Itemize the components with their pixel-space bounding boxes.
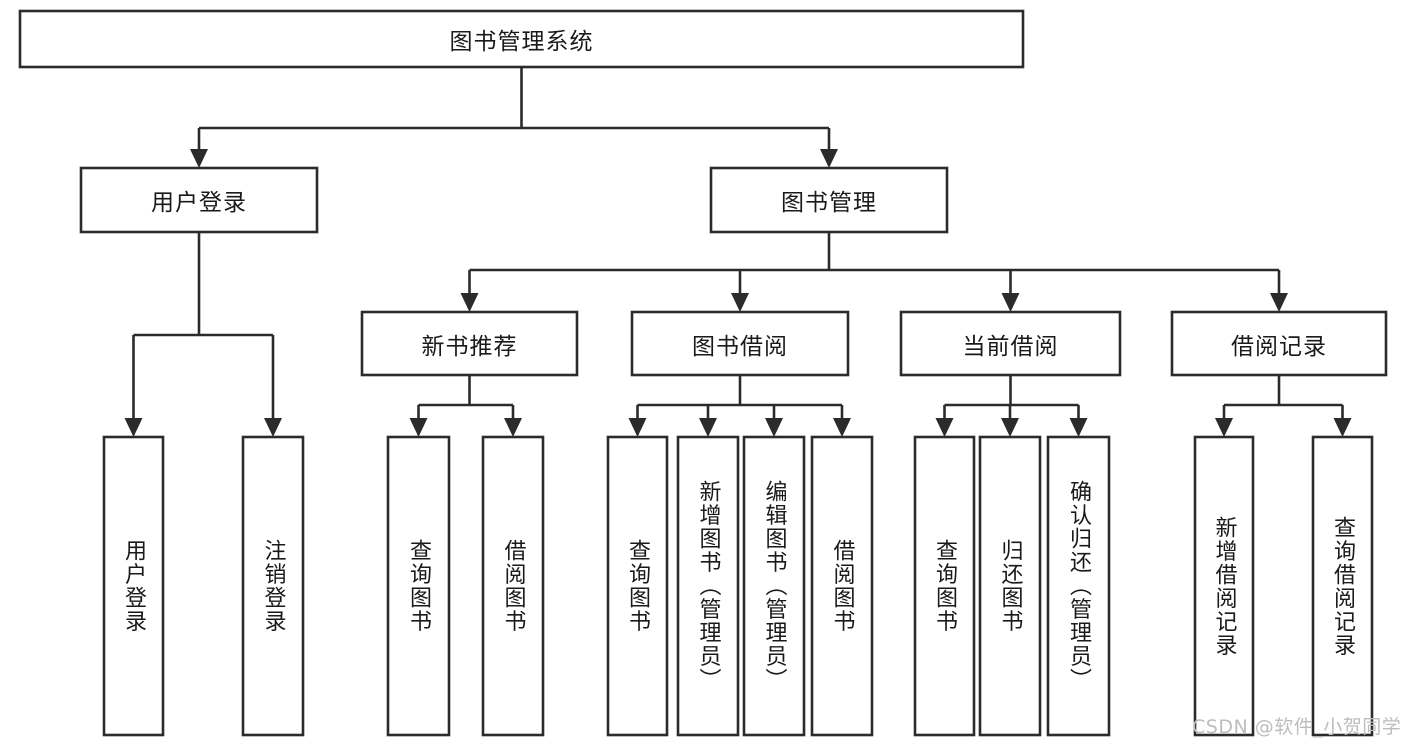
- edge-arrowhead-leaf-query-record: [1333, 418, 1352, 437]
- edge-arrowhead-leaf-borrow-book-2: [833, 418, 851, 437]
- edge-group-current-borrow: [935, 375, 1088, 437]
- node-boxes-layer: [18, 9, 1388, 737]
- node-box-leaf-borrow-book-2[interactable]: [810, 435, 874, 737]
- node-box-leaf-add-book[interactable]: [676, 435, 740, 737]
- watermark-text: CSDN @软件_小贺同学: [1192, 716, 1402, 738]
- edge-arrowhead-leaf-query-book-3: [935, 418, 954, 437]
- edge-group-new-book-rec: [409, 375, 522, 437]
- edge-arrowhead-leaf-add-book: [699, 418, 717, 437]
- edge-arrowhead-leaf-logout: [264, 418, 282, 437]
- edge-arrowhead-book-manage: [820, 149, 838, 168]
- edge-arrowhead-user-login: [190, 149, 208, 168]
- node-box-current-borrow[interactable]: [899, 310, 1122, 377]
- connectors-layer: [124, 67, 1352, 437]
- node-box-leaf-edit-book[interactable]: [742, 435, 806, 737]
- node-box-book-manage[interactable]: [709, 166, 949, 234]
- node-box-root[interactable]: [18, 9, 1025, 69]
- node-box-leaf-query-record[interactable]: [1311, 435, 1374, 737]
- edge-group-book-manage: [460, 232, 1288, 312]
- edge-arrowhead-leaf-return-book: [1001, 418, 1019, 437]
- edge-arrowhead-borrow-record: [1270, 293, 1288, 312]
- edge-group-book-borrow: [628, 375, 851, 437]
- node-box-new-book-rec[interactable]: [360, 310, 579, 377]
- node-box-leaf-user-login[interactable]: [102, 435, 165, 737]
- node-box-leaf-query-book-2[interactable]: [606, 435, 669, 737]
- edge-arrowhead-leaf-user-login: [124, 418, 143, 437]
- node-box-user-login[interactable]: [79, 166, 319, 234]
- edge-group-root: [190, 67, 838, 168]
- node-box-leaf-query-book-1[interactable]: [386, 435, 451, 737]
- node-box-leaf-query-book-3[interactable]: [913, 435, 976, 737]
- edge-arrowhead-leaf-add-record: [1215, 418, 1233, 437]
- edge-arrowhead-leaf-borrow-book-1: [504, 418, 522, 437]
- node-box-leaf-confirm-return[interactable]: [1046, 435, 1111, 737]
- node-box-book-borrow[interactable]: [630, 310, 850, 377]
- node-box-leaf-add-record[interactable]: [1193, 435, 1255, 737]
- edge-arrowhead-new-book-rec: [460, 293, 479, 312]
- node-box-leaf-borrow-book-1[interactable]: [481, 435, 545, 737]
- edge-arrowhead-leaf-confirm-return: [1069, 418, 1088, 437]
- edge-arrowhead-leaf-edit-book: [765, 418, 783, 437]
- edge-group-borrow-record: [1215, 375, 1352, 437]
- node-box-borrow-record[interactable]: [1170, 310, 1388, 377]
- edge-arrowhead-current-borrow: [1001, 293, 1020, 312]
- node-box-leaf-logout[interactable]: [241, 435, 305, 737]
- edge-group-user-login: [124, 232, 282, 437]
- node-box-leaf-return-book[interactable]: [978, 435, 1042, 737]
- edge-arrowhead-leaf-query-book-2: [628, 418, 647, 437]
- edge-arrowhead-book-borrow: [731, 293, 749, 312]
- edge-arrowhead-leaf-query-book-1: [409, 418, 428, 437]
